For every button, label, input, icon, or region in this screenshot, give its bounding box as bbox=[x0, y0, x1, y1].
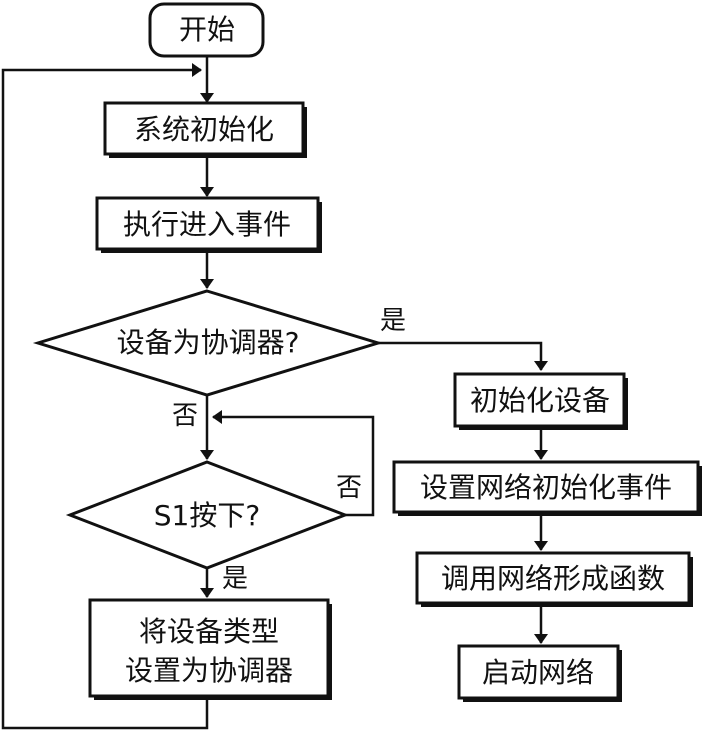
start-terminal: 开始 bbox=[148, 2, 265, 58]
process-exec-enter-event: 执行进入事件 bbox=[95, 196, 322, 253]
edge-label-no-s1: 否 bbox=[336, 473, 362, 503]
process-set-net-init-event: 设置网络初始化事件 bbox=[392, 460, 702, 516]
set-net-init-event-label: 设置网络初始化事件 bbox=[420, 471, 672, 504]
process-init-device: 初始化设备 bbox=[453, 372, 628, 430]
start-net-label: 启动网络 bbox=[482, 656, 594, 689]
exec-enter-event-label: 执行进入事件 bbox=[123, 208, 291, 241]
init-device-label: 初始化设备 bbox=[470, 384, 610, 417]
process-set-device-type: 将设备类型 设置为协调器 bbox=[88, 598, 332, 700]
edge-set-type-loop-back bbox=[1, 63, 209, 730]
connectors bbox=[1, 56, 548, 730]
process-call-form-net: 调用网络形成函数 bbox=[415, 551, 693, 607]
edge-s1-no-loop bbox=[212, 410, 375, 517]
start-label: 开始 bbox=[179, 13, 235, 46]
is-coordinator-label: 设备为协调器? bbox=[117, 326, 300, 359]
edge-decision-yes-to-init-device bbox=[378, 341, 548, 371]
edge-label-no-coordinator: 否 bbox=[172, 401, 198, 431]
set-type-line1: 将设备类型 bbox=[139, 615, 279, 648]
process-init-system: 系统初始化 bbox=[103, 101, 307, 158]
edge-label-yes-coordinator: 是 bbox=[380, 306, 406, 336]
edge-label-yes-s1: 是 bbox=[222, 564, 248, 594]
decision-s1-pressed: S1按下? bbox=[65, 460, 350, 570]
decision-is-coordinator: 设备为协调器? bbox=[32, 289, 384, 397]
call-form-net-label: 调用网络形成函数 bbox=[441, 562, 665, 595]
init-system-label: 系统初始化 bbox=[134, 113, 274, 146]
process-start-net: 启动网络 bbox=[457, 644, 622, 702]
s1-pressed-label: S1按下? bbox=[154, 499, 260, 532]
set-type-line2: 设置为协调器 bbox=[125, 654, 293, 687]
